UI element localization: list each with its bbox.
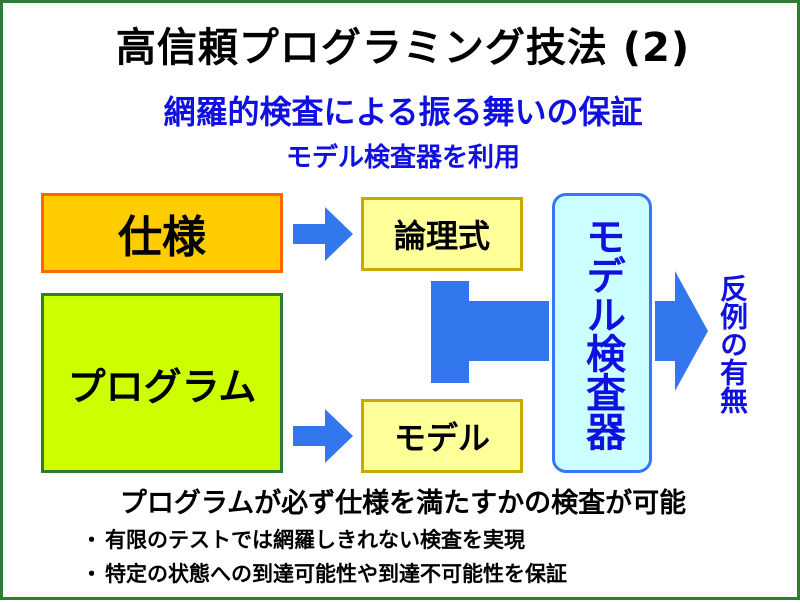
bullet-list: ・有限のテストでは網羅しきれない検査を実現 ・特定の状態への到達可能性や到達不可… xyxy=(81,523,567,591)
diagram-arrows xyxy=(293,207,708,463)
arrow-checker-to-result xyxy=(655,271,708,391)
bullet-mark: ・ xyxy=(81,562,102,586)
arrow-spec-to-formula xyxy=(293,207,353,261)
bullet-item: ・特定の状態への到達可能性や到達不可能性を保証 xyxy=(81,557,567,591)
result-label: 反例の有無 xyxy=(716,274,749,414)
slide-sub-subtitle: モデル検査器を利用 xyxy=(285,143,520,173)
slide-subtitle: 網羅的検査による振る舞いの保証 xyxy=(163,93,643,131)
program-box: プログラム xyxy=(41,293,283,473)
arrow-inputs-to-checker xyxy=(431,281,549,383)
formula-box: 論理式 xyxy=(361,197,523,271)
model-checker-box: モデル検査器 xyxy=(552,193,652,473)
bullet-text: 有限のテストでは網羅しきれない検査を実現 xyxy=(105,528,525,552)
model-box: モデル xyxy=(361,399,523,473)
spec-box: 仕様 xyxy=(41,193,283,273)
bullet-mark: ・ xyxy=(81,528,102,552)
bullet-text: 特定の状態への到達可能性や到達不可能性を保証 xyxy=(105,562,567,586)
slide-title: 高信頼プログラミング技法 (2) xyxy=(115,25,691,71)
main-statement: プログラムが必ず仕様を満たすかの検査が可能 xyxy=(119,488,687,519)
bullet-item: ・有限のテストでは網羅しきれない検査を実現 xyxy=(81,523,567,557)
arrow-program-to-model xyxy=(293,409,353,463)
